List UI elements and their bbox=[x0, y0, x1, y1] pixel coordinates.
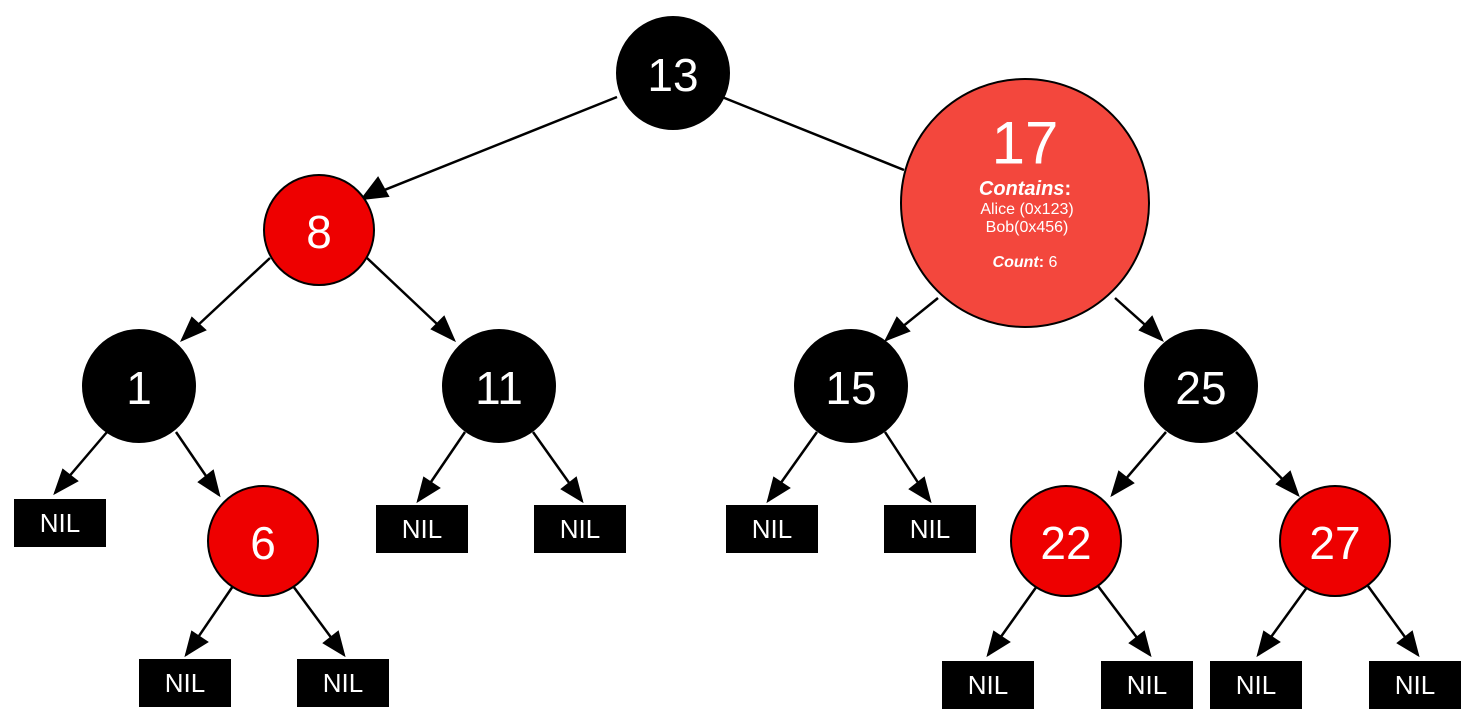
nil-box bbox=[376, 505, 468, 553]
nil-label: NIL bbox=[752, 514, 792, 544]
count-value: 6 bbox=[1049, 254, 1058, 271]
nil-leaf-11-right[interactable]: NIL bbox=[534, 505, 626, 553]
node-8-circle bbox=[263, 174, 375, 286]
nil-leaf-6-left[interactable]: NIL bbox=[139, 659, 231, 707]
arrowhead-17-25 bbox=[1138, 315, 1164, 342]
node-15-circle bbox=[794, 329, 908, 443]
node-6-label: 6 bbox=[250, 517, 276, 569]
nil-leaf-22-right[interactable]: NIL bbox=[1101, 661, 1193, 709]
node-27-circle bbox=[1279, 485, 1391, 597]
nil-box bbox=[942, 661, 1034, 709]
nil-label: NIL bbox=[402, 514, 442, 544]
nil-leaf-15-left[interactable]: NIL bbox=[726, 505, 818, 553]
node-17-entry-alice: Alice (0x123) bbox=[980, 201, 1073, 218]
arrowhead-6-nil-left bbox=[184, 630, 209, 658]
node-22-label: 22 bbox=[1040, 517, 1091, 569]
nil-box bbox=[14, 499, 106, 547]
node-6[interactable]: 6 bbox=[207, 485, 319, 597]
arrowhead-8-1 bbox=[180, 316, 207, 342]
node-6-circle bbox=[207, 485, 319, 597]
contains-colon: : bbox=[1064, 178, 1071, 200]
nil-box bbox=[297, 659, 389, 707]
node-25[interactable]: 25 bbox=[1144, 329, 1258, 443]
nil-label: NIL bbox=[560, 514, 600, 544]
nil-box bbox=[1369, 661, 1461, 709]
nil-label: NIL bbox=[968, 670, 1008, 700]
node-15-label: 15 bbox=[825, 362, 876, 414]
node-1-label: 1 bbox=[126, 362, 152, 414]
node-8-label: 8 bbox=[306, 206, 332, 258]
arrowhead-22-nil-right bbox=[1128, 630, 1152, 658]
nil-label: NIL bbox=[1127, 670, 1167, 700]
nil-label: NIL bbox=[40, 508, 80, 538]
arrowhead-25-22 bbox=[1110, 470, 1135, 498]
node-27[interactable]: 27 bbox=[1279, 485, 1391, 597]
nil-label: NIL bbox=[1236, 670, 1276, 700]
contains-label: Contains bbox=[979, 178, 1065, 200]
node-1[interactable]: 1 bbox=[82, 329, 196, 443]
edge-13-8 bbox=[361, 95, 618, 201]
arrowhead-15-nil-left bbox=[766, 476, 791, 504]
nil-box bbox=[1101, 661, 1193, 709]
node-17[interactable]: 17 Contains: Alice (0x123) Bob(0x456) Co… bbox=[900, 78, 1150, 328]
nil-leaf-27-left[interactable]: NIL bbox=[1210, 661, 1302, 709]
nil-leaf-27-right[interactable]: NIL bbox=[1369, 661, 1461, 709]
nil-box bbox=[1210, 661, 1302, 709]
nil-box bbox=[534, 505, 626, 553]
node-13[interactable]: 13 bbox=[616, 16, 730, 130]
nil-box bbox=[139, 659, 231, 707]
node-17-circle bbox=[900, 78, 1150, 328]
nil-leaf-1[interactable]: NIL bbox=[14, 499, 106, 547]
arrowhead-1-6 bbox=[197, 469, 221, 498]
arrowhead-11-nil-right bbox=[560, 476, 584, 504]
nil-label: NIL bbox=[910, 514, 950, 544]
node-17-entry-bob: Bob(0x456) bbox=[986, 219, 1069, 236]
node-11[interactable]: 11 bbox=[442, 329, 556, 443]
node-25-label: 25 bbox=[1175, 362, 1226, 414]
node-25-circle bbox=[1144, 329, 1258, 443]
arrowhead-1-nil bbox=[53, 468, 79, 496]
node-27-label: 27 bbox=[1309, 517, 1360, 569]
nil-label: NIL bbox=[165, 668, 205, 698]
node-13-circle bbox=[616, 16, 730, 130]
arrowhead-27-nil-right bbox=[1396, 630, 1420, 658]
arrowhead-27-nil-left bbox=[1256, 630, 1281, 658]
edges bbox=[53, 95, 1420, 658]
nil-box bbox=[726, 505, 818, 553]
node-11-label: 11 bbox=[475, 362, 523, 414]
nil-leaf-11-left[interactable]: NIL bbox=[376, 505, 468, 553]
nil-leaf-22-left[interactable]: NIL bbox=[942, 661, 1034, 709]
nil-box bbox=[884, 505, 976, 553]
arrowhead-6-nil-right bbox=[322, 630, 346, 658]
arrowhead-22-nil-left bbox=[986, 630, 1011, 658]
nil-leaf-15-right[interactable]: NIL bbox=[884, 505, 976, 553]
count-colon: : bbox=[1039, 254, 1044, 271]
count-label: Count bbox=[993, 254, 1040, 271]
node-17-contains-heading: Contains: bbox=[979, 178, 1071, 200]
arrowhead-15-nil-right bbox=[908, 476, 932, 504]
edge-13-17 bbox=[721, 95, 905, 172]
nil-leaf-6-right[interactable]: NIL bbox=[297, 659, 389, 707]
arrowhead-13-8 bbox=[359, 176, 390, 201]
arrowhead-17-15 bbox=[883, 316, 911, 342]
node-1-circle bbox=[82, 329, 196, 443]
node-17-count-line: Count: 6 bbox=[993, 254, 1058, 271]
node-22[interactable]: 22 bbox=[1010, 485, 1122, 597]
node-8[interactable]: 8 bbox=[263, 174, 375, 286]
arrowhead-25-27 bbox=[1275, 470, 1300, 498]
arrowhead-11-nil-left bbox=[416, 476, 441, 504]
nil-label: NIL bbox=[323, 668, 363, 698]
arrowhead-8-11 bbox=[430, 315, 457, 343]
node-13-label: 13 bbox=[647, 49, 698, 101]
node-22-circle bbox=[1010, 485, 1122, 597]
node-15[interactable]: 15 bbox=[794, 329, 908, 443]
node-17-label: 17 bbox=[992, 110, 1059, 177]
nil-label: NIL bbox=[1395, 670, 1435, 700]
node-11-circle bbox=[442, 329, 556, 443]
